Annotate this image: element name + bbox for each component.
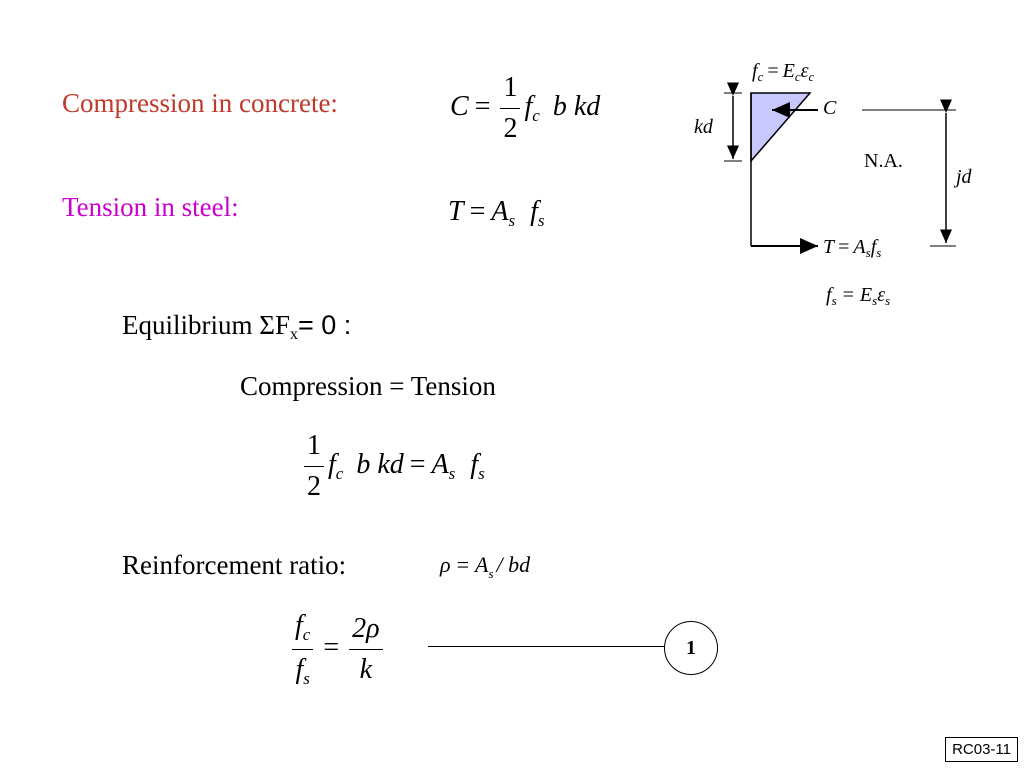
equilibrium-line: Equilibrium ΣFx= 0 : <box>122 310 352 343</box>
neutral-axis-label: N.A. <box>864 150 903 172</box>
tension-label: Tension in steel: <box>62 192 239 222</box>
reinforcement-label: Reinforcement ratio: <box>122 550 347 580</box>
equation-number-circle: 1 <box>664 621 718 675</box>
rho-equation: ρ=As/ bd <box>440 552 531 581</box>
c-force-label: C <box>823 97 837 119</box>
slide-reference-badge: RC03-11 <box>945 737 1018 762</box>
stress-block-triangle <box>750 92 812 164</box>
tension-equation: T=As fs <box>448 196 545 230</box>
compression-equals-tension: Compression = Tension <box>240 371 496 401</box>
t-force-label: T=Asfs <box>823 236 882 260</box>
equation-connector-line <box>428 646 664 647</box>
steel-stress-label: fs=Esεs <box>826 284 891 308</box>
kd-label: kd <box>694 116 713 138</box>
compression-label: Compression in concrete: <box>62 88 338 118</box>
concrete-stress-label: fc=Ecεc <box>752 60 815 84</box>
equation-number: 1 <box>686 636 696 659</box>
jd-label: jd <box>956 166 972 188</box>
